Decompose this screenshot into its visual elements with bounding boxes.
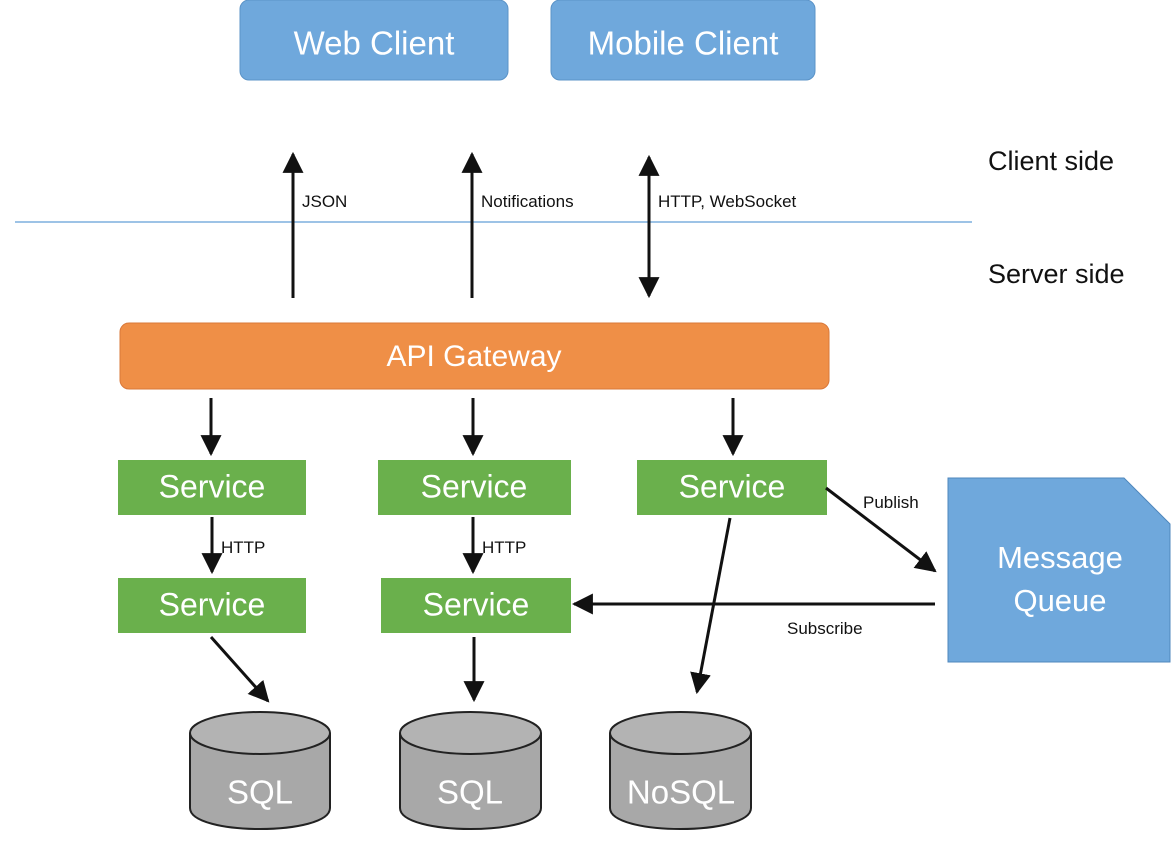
service-box-3: Service bbox=[637, 460, 827, 515]
notifications-label: Notifications bbox=[481, 192, 574, 211]
message-queue-label-line-1: Message bbox=[997, 540, 1123, 575]
message-queue-box: Message Queue bbox=[947, 477, 1171, 663]
service-3-to-nosql-arrow bbox=[690, 517, 732, 695]
service-box-2: Service bbox=[378, 460, 571, 515]
web-client-box: Web Client bbox=[239, 0, 509, 81]
client-side-label: Client side bbox=[988, 146, 1114, 176]
service-4-to-sql-arrow bbox=[209, 636, 270, 703]
service-4-label: Service bbox=[159, 586, 266, 622]
web-client-label: Web Client bbox=[294, 25, 455, 62]
subscribe-label: Subscribe bbox=[787, 619, 863, 638]
service-box-5: Service bbox=[381, 578, 571, 633]
service-2-label: Service bbox=[421, 468, 528, 504]
nosql-label: NoSQL bbox=[627, 774, 735, 811]
json-label: JSON bbox=[302, 192, 347, 211]
server-side-label: Server side bbox=[988, 259, 1125, 289]
message-queue-label-line-2: Queue bbox=[1013, 583, 1106, 618]
publish-label: Publish bbox=[863, 493, 919, 512]
mobile-client-box: Mobile Client bbox=[550, 0, 816, 81]
sql-database-2: SQL bbox=[399, 711, 542, 830]
service-box-4: Service bbox=[118, 578, 306, 633]
http-websocket-label: HTTP, WebSocket bbox=[658, 192, 797, 211]
service-3-label: Service bbox=[679, 468, 786, 504]
http-2-label: HTTP bbox=[482, 538, 526, 557]
sql-1-label: SQL bbox=[227, 774, 293, 811]
api-gateway-label: API Gateway bbox=[386, 340, 561, 373]
service-5-label: Service bbox=[423, 586, 530, 622]
api-gateway-box: API Gateway bbox=[119, 322, 830, 390]
service-box-1: Service bbox=[118, 460, 306, 515]
sql-database-1: SQL bbox=[189, 711, 331, 830]
service-1-label: Service bbox=[159, 468, 266, 504]
publish-arrow bbox=[825, 486, 937, 573]
sql-2-label: SQL bbox=[437, 774, 503, 811]
nosql-database: NoSQL bbox=[609, 711, 752, 830]
mobile-client-label: Mobile Client bbox=[588, 25, 779, 62]
http-1-label: HTTP bbox=[221, 538, 265, 557]
